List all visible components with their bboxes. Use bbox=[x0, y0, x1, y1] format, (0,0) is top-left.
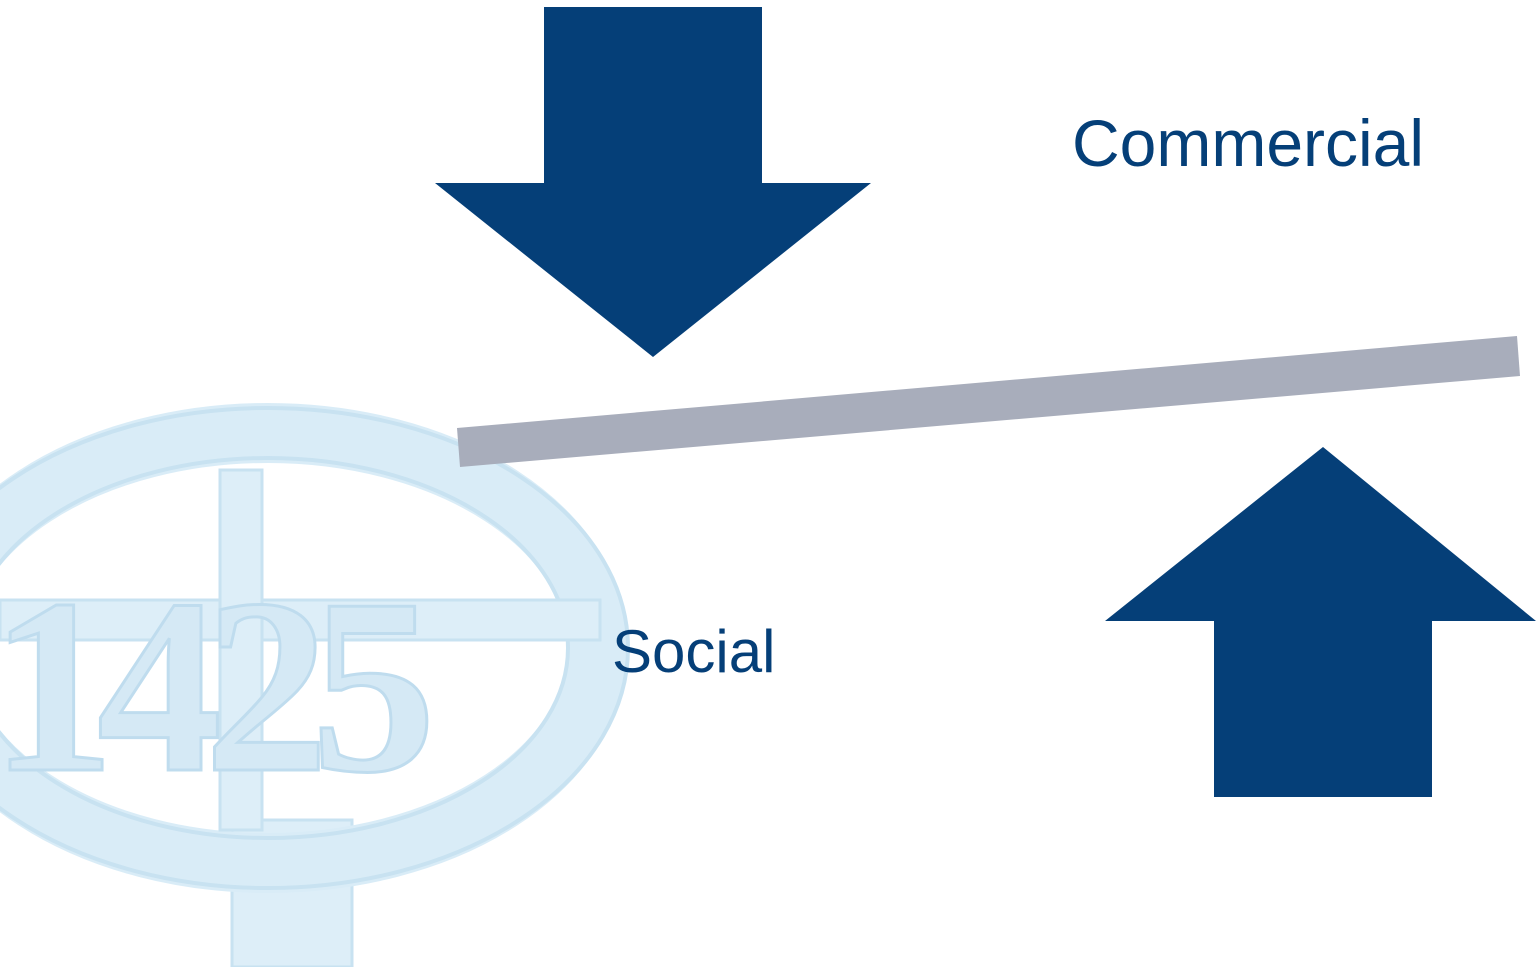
watermark-numerals: 1425 bbox=[0, 548, 427, 825]
key-watermark-image: 1425 bbox=[0, 403, 630, 967]
balance-beam bbox=[457, 336, 1520, 467]
down-arrow bbox=[435, 7, 871, 357]
social-label: Social bbox=[612, 618, 776, 685]
up-arrow bbox=[1105, 447, 1536, 797]
commercial-label: Commercial bbox=[1072, 106, 1425, 180]
